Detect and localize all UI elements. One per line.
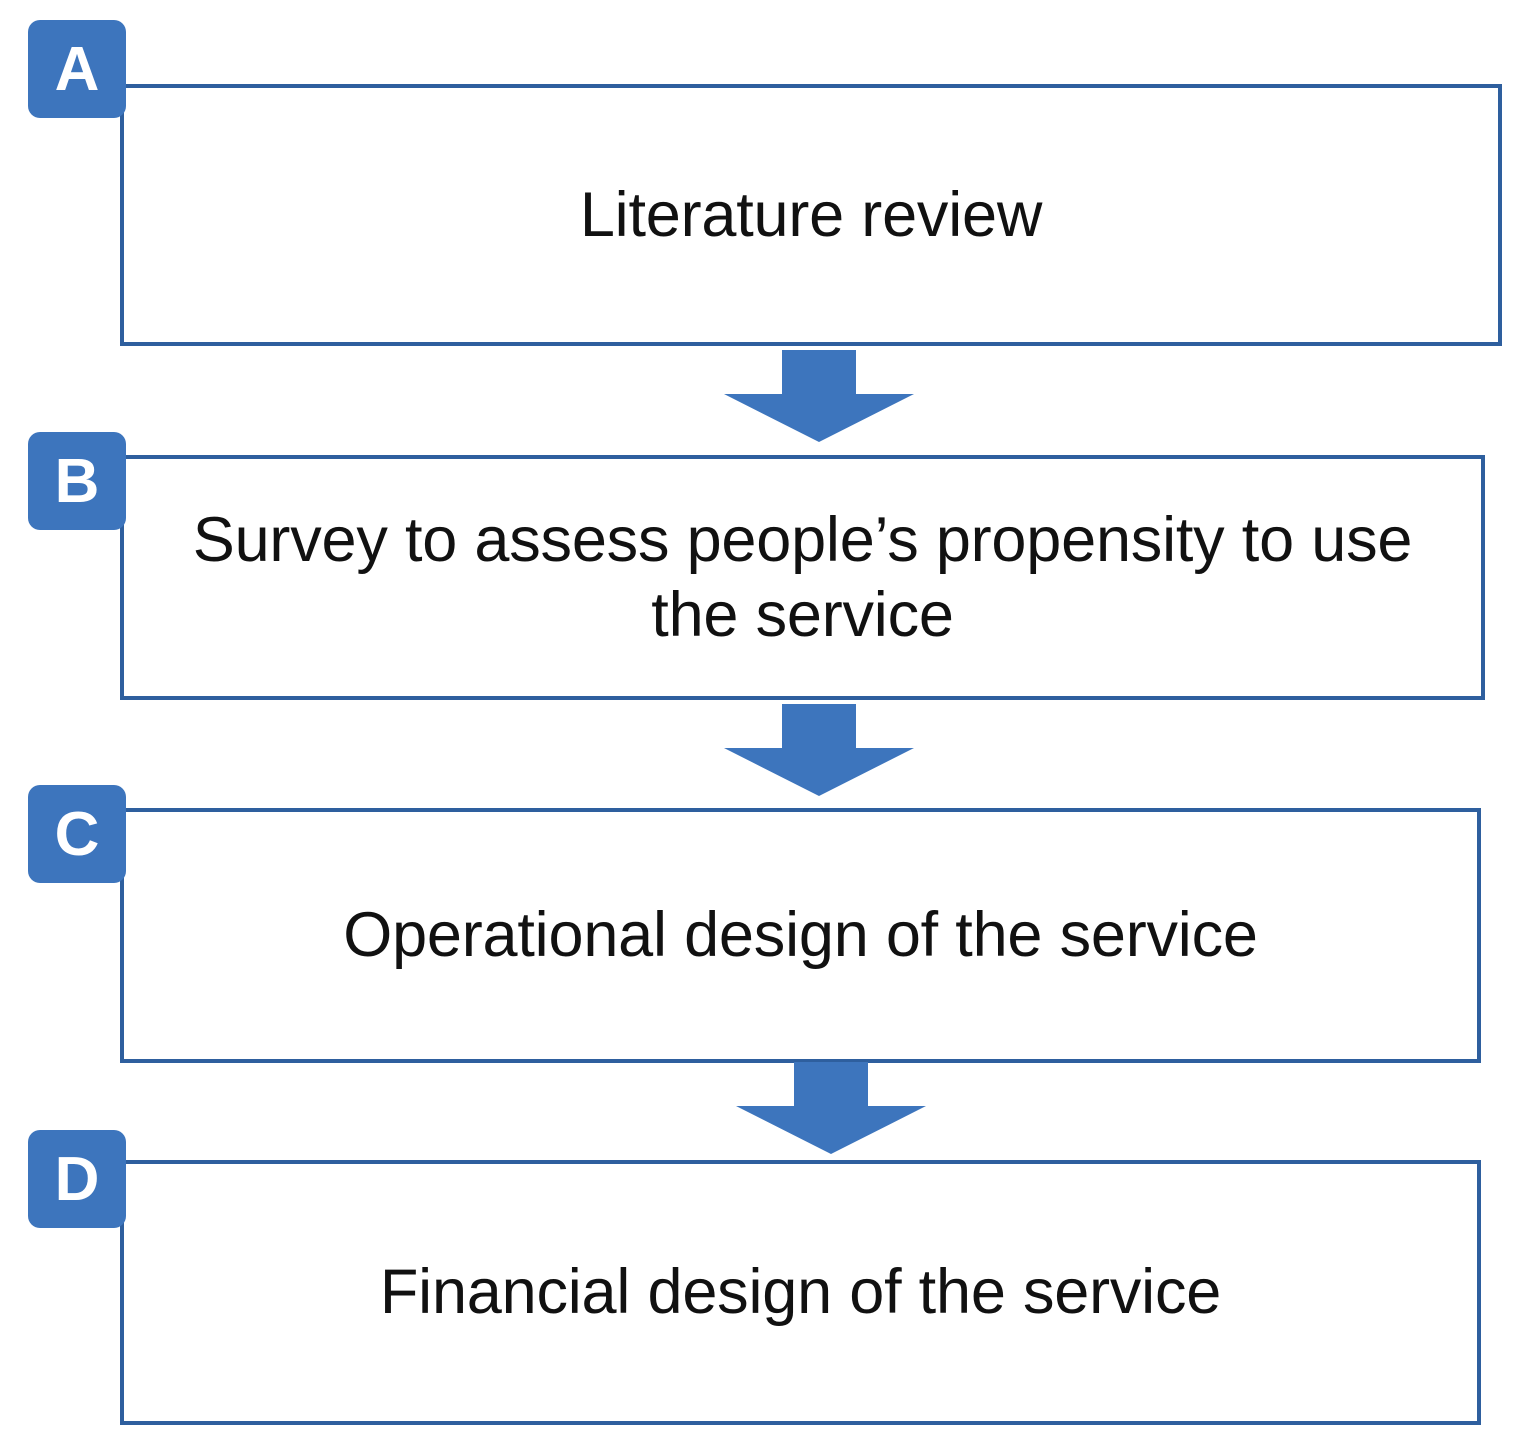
step-tag-d: D [28,1130,126,1228]
step-label-a: Literature review [579,179,1043,250]
step-box-a: Literature review [120,84,1502,346]
step-tag-b: B [28,432,126,530]
step-label-d: Financial design of the service [379,1257,1222,1328]
step-label-b: Survey to assess people’s propensity to … [192,505,1413,650]
arrow-a-to-b-icon [724,350,914,442]
step-label-c: Operational design of the service [343,900,1258,971]
step-tag-c: C [28,785,126,883]
step-box-c: Operational design of the service [120,808,1481,1063]
step-box-d: Financial design of the service [120,1160,1481,1425]
step-tag-a: A [28,20,126,118]
arrow-b-to-c-icon [724,704,914,796]
step-box-b: Survey to assess people’s propensity to … [120,455,1485,700]
arrow-c-to-d-icon [736,1062,926,1154]
